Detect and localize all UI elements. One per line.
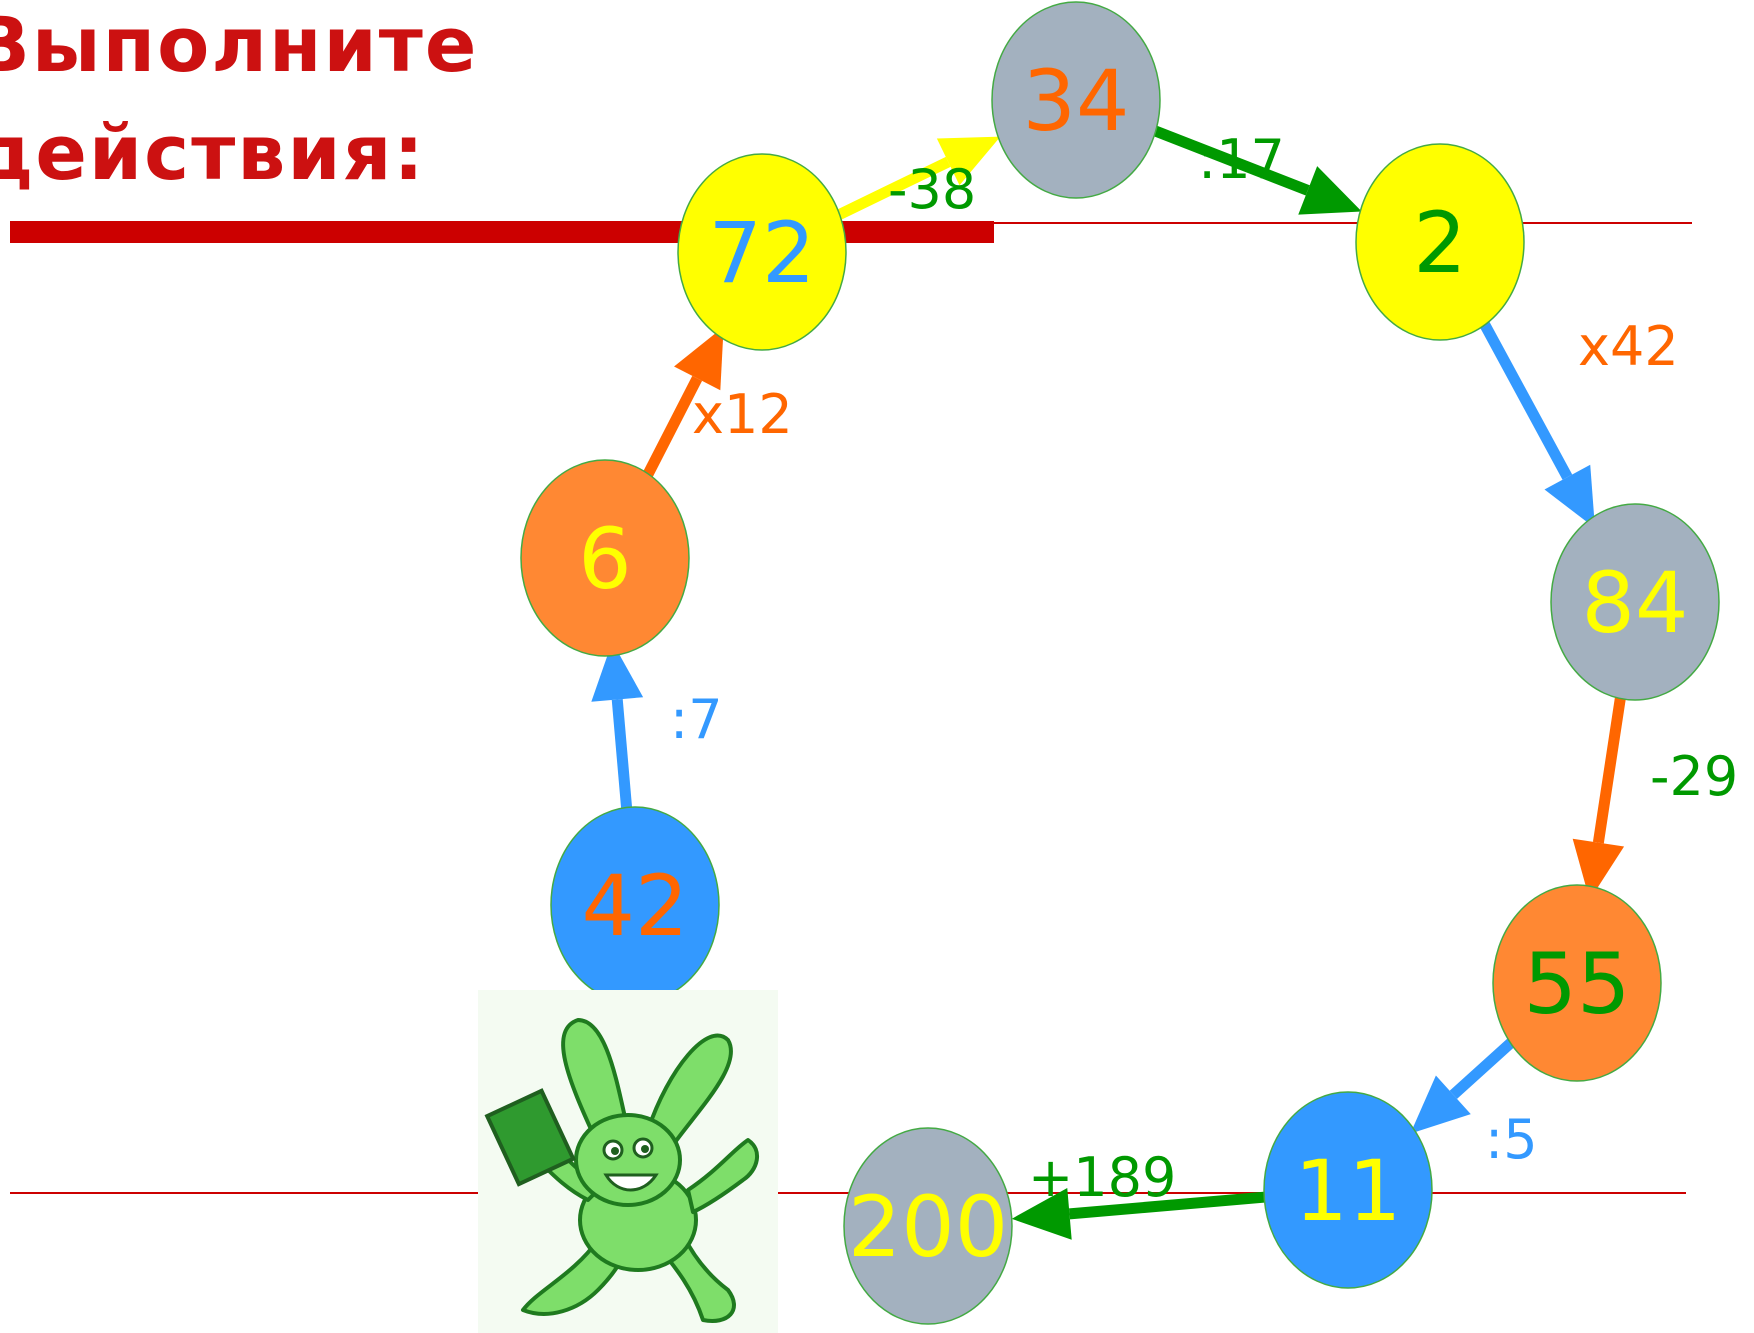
operation-arrow-n2-n84: [1473, 309, 1595, 529]
arrow-shaft: [636, 375, 703, 490]
node-circle: [1263, 1091, 1433, 1289]
arrow-head: [1572, 838, 1625, 900]
number-node-34: 34: [991, 1, 1161, 199]
number-node-84: 84: [1550, 503, 1720, 701]
node-value: 84: [1582, 554, 1689, 652]
arrow-head: [591, 641, 644, 702]
node-circle: [843, 1127, 1013, 1325]
hare-icon: [478, 990, 778, 1333]
arrow-shaft: [1069, 1191, 1269, 1220]
operation-arrow-n42-n6: [591, 641, 644, 826]
operation-label: x42: [1578, 315, 1679, 378]
arrow-shaft: [1449, 1032, 1522, 1099]
operation-label: :7: [670, 688, 723, 751]
number-node-200: 200: [843, 1127, 1013, 1325]
arrow-head: [674, 326, 724, 391]
operation-arrow-n11-n200: [1011, 1187, 1269, 1240]
arrows-layer: [591, 123, 1629, 1240]
arrow-shaft: [1473, 309, 1573, 480]
operation-arrow-n72-n34: [831, 136, 1001, 223]
operation-arrow-n34-n2: [1148, 123, 1362, 215]
node-value: 34: [1023, 52, 1130, 150]
arrow-shaft: [831, 156, 951, 223]
arrow-shaft: [1148, 123, 1310, 196]
number-node-55: 55: [1492, 884, 1662, 1082]
node-value: 42: [582, 857, 689, 955]
node-circle: [520, 459, 690, 657]
arrow-shaft: [611, 698, 634, 826]
node-circle: [1355, 143, 1525, 341]
node-circle: [991, 1, 1161, 199]
operation-arrow-n55-n11: [1410, 1032, 1522, 1134]
operation-label: :17: [1198, 128, 1285, 191]
title-line-2: действия:: [0, 108, 426, 197]
node-value: 72: [709, 204, 816, 302]
operation-label: +189: [1028, 1146, 1176, 1209]
number-node-2: 2: [1355, 143, 1525, 341]
operation-label: x12: [692, 383, 793, 446]
title-underline: [10, 221, 994, 243]
title-line-1: Выполните: [0, 0, 479, 89]
number-node-42: 42: [550, 806, 720, 1004]
node-value: 55: [1524, 935, 1631, 1033]
node-value: 2: [1413, 194, 1466, 292]
node-circle: [1550, 503, 1720, 701]
nodes-layer: 42 6 72 34 2 84 55 11 200: [520, 1, 1720, 1325]
operation-arrow-n84-n55: [1572, 680, 1629, 900]
labels-layer: :7 x12 -38 :17 x42 -29 :5 +189: [670, 128, 1738, 1209]
operation-label: -38: [888, 158, 976, 221]
node-value: 200: [848, 1178, 1008, 1276]
number-node-72: 72: [677, 153, 847, 351]
arrow-head: [1410, 1075, 1471, 1134]
node-value: 11: [1295, 1142, 1402, 1240]
operation-label: -29: [1650, 745, 1738, 808]
arrow-head: [936, 136, 1001, 186]
arrow-head: [1544, 464, 1595, 529]
arrow-head: [1298, 166, 1362, 215]
number-node-6: 6: [520, 459, 690, 657]
arrow-head: [1011, 1187, 1072, 1240]
node-circle: [1492, 884, 1662, 1082]
number-node-11: 11: [1263, 1091, 1433, 1289]
node-circle: [677, 153, 847, 351]
operation-arrow-n6-n72: [636, 326, 724, 490]
node-value: 6: [578, 510, 631, 608]
operation-label: :5: [1485, 1108, 1538, 1171]
arrow-shaft: [1592, 680, 1629, 844]
